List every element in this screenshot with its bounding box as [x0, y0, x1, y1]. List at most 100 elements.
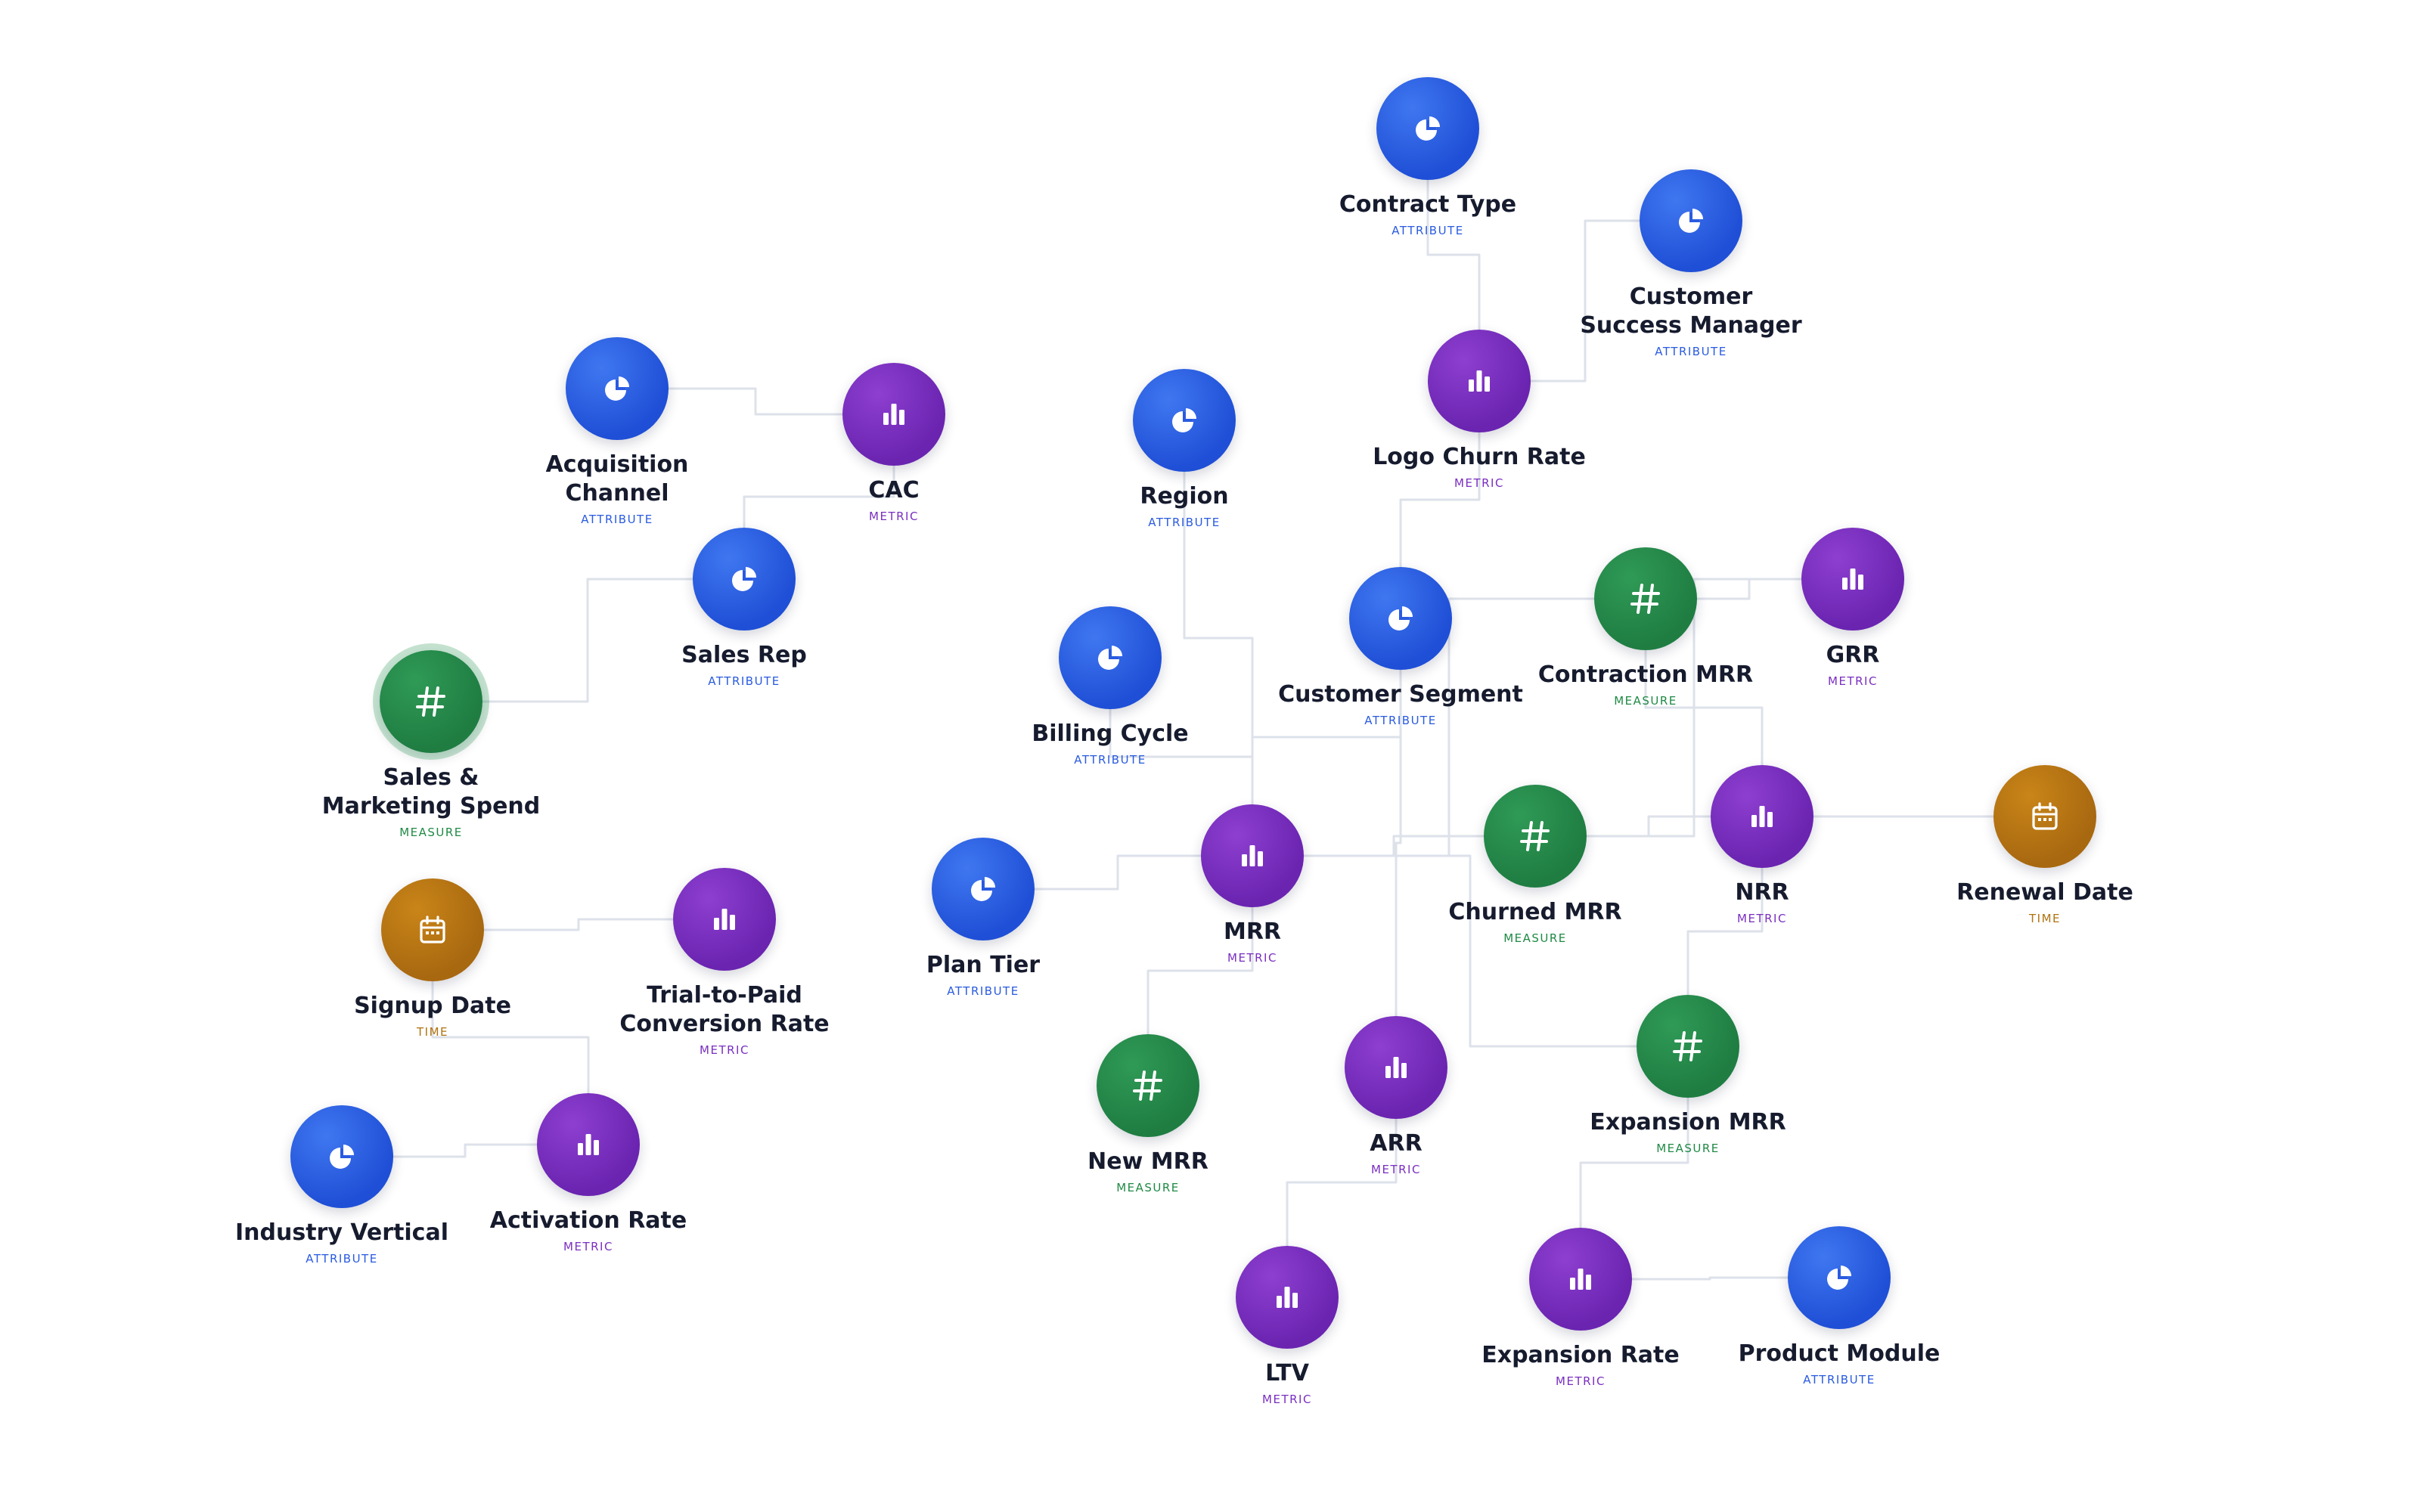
node-circle[interactable]	[1711, 765, 1813, 868]
node-label: CAC	[868, 477, 920, 503]
node-label: Acquisition Channel	[545, 451, 689, 507]
node-label: GRR	[1826, 642, 1880, 668]
node-label: Industry Vertical	[235, 1219, 448, 1246]
node-circle[interactable]	[1345, 1016, 1447, 1119]
node-arr[interactable]: ARR METRIC	[1260, 1016, 1532, 1176]
hash-icon	[1520, 821, 1550, 851]
node-circle[interactable]	[673, 868, 776, 971]
node-circle[interactable]	[1637, 995, 1739, 1098]
node-label: MRR	[1223, 919, 1282, 945]
node-label: Activation Rate	[489, 1207, 687, 1234]
node-type-badge: METRIC	[1556, 1374, 1606, 1388]
node-circle[interactable]	[842, 363, 945, 466]
node-label: Logo Churn Rate	[1373, 444, 1586, 470]
calendar-icon	[2032, 802, 2058, 830]
node-circle[interactable]	[290, 1105, 393, 1208]
node-type-badge: ATTRIBUTE	[1803, 1373, 1876, 1387]
node-circle[interactable]	[1059, 606, 1162, 709]
pie-chart-icon	[971, 877, 995, 901]
node-label: Expansion MRR	[1590, 1109, 1786, 1136]
node-circle[interactable]	[693, 528, 796, 631]
pie-chart-icon	[330, 1145, 354, 1169]
node-type-badge: ATTRIBUTE	[306, 1252, 378, 1266]
node-type-badge: TIME	[2028, 912, 2061, 925]
node-ltv[interactable]: LTV METRIC	[1151, 1246, 1423, 1406]
node-type-badge: METRIC	[1828, 674, 1878, 688]
node-type-badge: METRIC	[869, 510, 919, 523]
node-circle[interactable]	[1594, 547, 1697, 650]
pie-chart-icon	[605, 376, 629, 401]
bar-chart-icon	[1570, 1269, 1591, 1290]
node-type-badge: MEASURE	[1503, 931, 1567, 945]
node-cac[interactable]: CAC METRIC	[758, 363, 1030, 523]
node-label: Sales & Marketing Spend	[321, 764, 541, 820]
node-circle[interactable]	[1801, 528, 1904, 631]
node-circle[interactable]	[1428, 330, 1531, 432]
node-type-badge: ATTRIBUTE	[1074, 753, 1146, 767]
calendar-icon	[420, 916, 445, 943]
node-circle[interactable]	[932, 838, 1035, 940]
pie-chart-icon	[732, 567, 756, 591]
node-circle[interactable]	[1640, 169, 1742, 272]
node-circle[interactable]	[380, 650, 482, 753]
bar-chart-icon	[1242, 845, 1263, 866]
node-type-badge: ATTRIBUTE	[1655, 345, 1727, 358]
node-circle[interactable]	[537, 1093, 640, 1196]
node-grr[interactable]: GRR METRIC	[1717, 528, 1989, 688]
node-circle[interactable]	[1484, 785, 1587, 888]
node-label: Billing Cycle	[1032, 720, 1189, 747]
node-label: Renewal Date	[1956, 879, 2133, 906]
node-type-badge: METRIC	[1737, 912, 1787, 925]
node-circle[interactable]	[1236, 1246, 1339, 1349]
hash-icon	[416, 686, 445, 717]
node-circle[interactable]	[1349, 567, 1452, 670]
node-label: Plan Tier	[926, 952, 1041, 978]
node-label: Signup Date	[354, 993, 511, 1019]
node-label: LTV	[1265, 1360, 1309, 1387]
node-label: Sales Rep	[681, 642, 807, 668]
node-type-badge: ATTRIBUTE	[1364, 714, 1437, 727]
node-circle[interactable]	[1376, 77, 1479, 180]
node-circle[interactable]	[1097, 1034, 1199, 1137]
node-circle[interactable]	[1788, 1226, 1891, 1329]
node-label: ARR	[1370, 1130, 1423, 1157]
bar-chart-icon	[883, 404, 904, 425]
node-circle[interactable]	[566, 337, 669, 440]
node-circle[interactable]	[1201, 804, 1304, 907]
node-type-badge: METRIC	[1371, 1163, 1421, 1176]
node-type-badge: ATTRIBUTE	[708, 674, 780, 688]
node-circle[interactable]	[1993, 765, 2096, 868]
node-type-badge: TIME	[416, 1025, 448, 1039]
node-circle[interactable]	[1529, 1228, 1632, 1331]
node-circle[interactable]	[381, 878, 484, 981]
node-type-badge: METRIC	[1262, 1393, 1312, 1406]
node-label: New MRR	[1087, 1148, 1208, 1175]
node-type-badge: ATTRIBUTE	[947, 984, 1019, 998]
bar-chart-icon	[1277, 1287, 1298, 1308]
node-circle[interactable]	[1133, 369, 1236, 472]
